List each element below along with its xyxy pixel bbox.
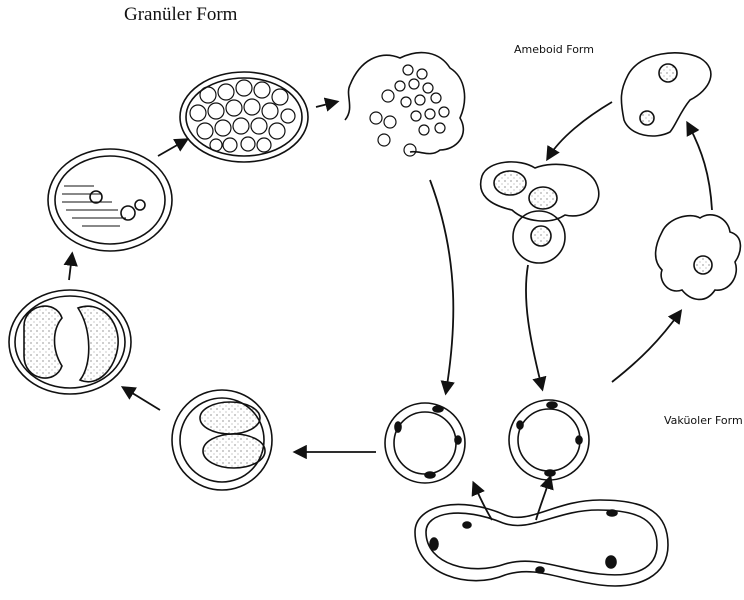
ameboid-cell-dividing [481, 162, 599, 263]
arrow-ameboid-down-left [548, 102, 612, 158]
ameboid-cell-right [656, 215, 741, 300]
rupturing-cell [345, 53, 465, 156]
dividing-vacuolar-cell [415, 500, 668, 586]
arrow-cyst-to-granular [158, 140, 186, 156]
arrow-dividing-cyst-to-divided [124, 388, 160, 410]
ameboid-cell-top [621, 53, 711, 136]
dividing-cyst [172, 390, 272, 490]
cycle-arrows [69, 102, 712, 520]
arrow-divided-to-cyst [69, 255, 72, 280]
vacuolar-cell-right [509, 400, 589, 480]
arrow-rupture-to-vacuolar [430, 180, 453, 392]
oval-cyst [48, 149, 172, 251]
arrow-dumbbell-to-right [536, 478, 550, 520]
arrow-ameboid-up [688, 124, 712, 210]
arrow-vacuolar-to-ameboid [612, 312, 680, 382]
arrow-granular-to-rupture [316, 102, 336, 107]
granular-form-cell [180, 72, 308, 162]
vacuolar-cell-left [385, 403, 465, 483]
divided-cell [9, 290, 131, 394]
arrow-ameboid-to-vacuolar [526, 265, 542, 388]
